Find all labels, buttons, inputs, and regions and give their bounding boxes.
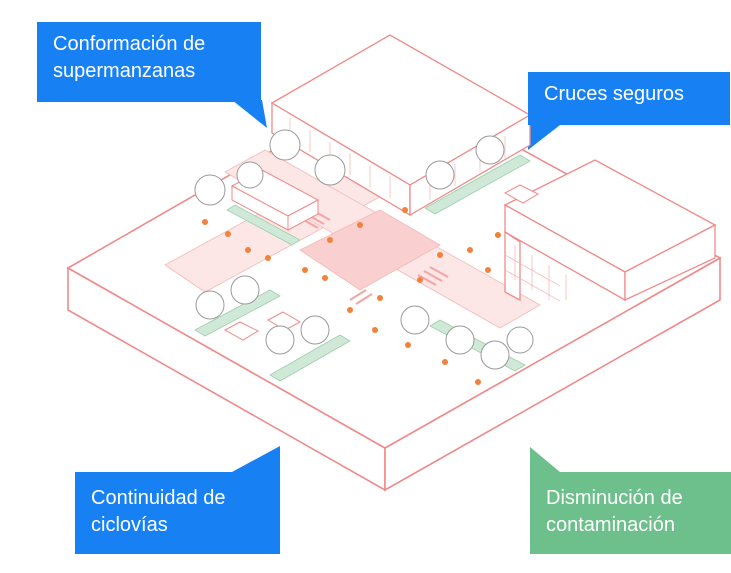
building-east-windows (504, 245, 567, 302)
callout-ciclovias-text: Continuidad de ciclovías (91, 487, 226, 536)
callout-pointer-cruces (528, 100, 560, 150)
callout-contaminacion: Disminución de contaminación (530, 472, 731, 554)
building-east (503, 159, 717, 302)
callout-pointer-contaminacion (530, 447, 560, 472)
callout-ciclovias: Continuidad de ciclovías (75, 472, 280, 554)
callout-supermanzanas-text: Conformación de supermanzanas (53, 33, 206, 82)
callout-pointer-supermanzanas (232, 100, 267, 128)
pedestrians (202, 207, 501, 385)
callout-supermanzanas: Conformación de supermanzanas (37, 22, 261, 102)
callout-pointer-ciclovias (232, 446, 280, 472)
callout-cruces-seguros: Cruces seguros (528, 72, 730, 125)
callout-cruces-seguros-text: Cruces seguros (544, 83, 685, 105)
trees (194, 129, 534, 370)
callout-contaminacion-text: Disminución de contaminación (546, 487, 683, 536)
building-north-windows (289, 118, 506, 200)
